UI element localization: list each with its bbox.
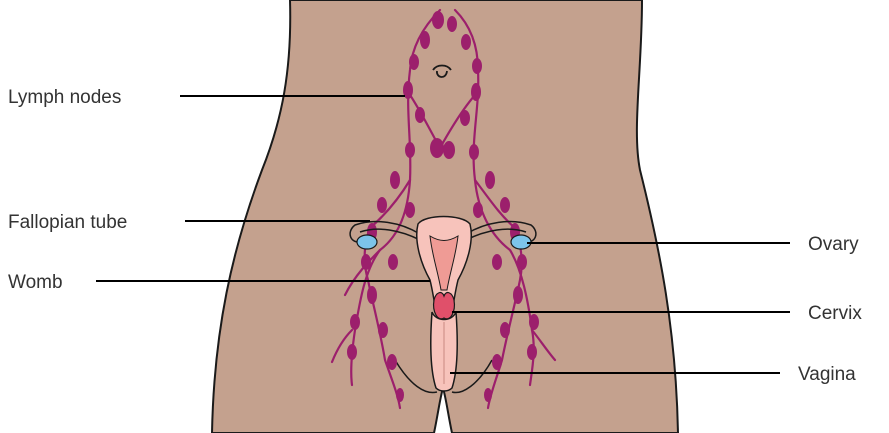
label-ovary: Ovary [808,234,859,255]
lymph-node [492,254,502,270]
lymph-node [388,254,398,270]
lymph-node [492,354,502,370]
label-lymph-nodes: Lymph nodes [8,87,121,108]
ovary-left [357,235,377,249]
lymph-node [529,314,539,330]
lymph-node [378,322,388,338]
lymph-node [447,16,457,32]
lymph-node [469,144,479,160]
lymph-node [405,202,415,218]
lymph-node [387,354,397,370]
lymph-node [485,171,495,189]
lymph-node [432,11,444,29]
lymph-node [415,107,425,123]
label-cervix: Cervix [808,303,862,324]
lymph-node [517,254,527,270]
lymph-node [460,110,470,126]
lymph-node [443,141,455,159]
lymph-node [420,31,430,49]
lymph-node [405,142,415,158]
lymph-node [430,138,444,158]
label-fallopian-tube: Fallopian tube [8,212,127,233]
lymph-node [473,202,483,218]
lymph-node [500,322,510,338]
lymph-node [527,344,537,360]
lymph-node [347,344,357,360]
lymph-node [461,34,471,50]
lymph-node [377,197,387,213]
lymph-node [500,197,510,213]
lymph-node [390,171,400,189]
cervix [434,293,455,319]
lymph-node [513,286,523,304]
lymph-node [361,254,371,270]
lymph-node [396,388,404,402]
lymph-node [350,314,360,330]
lymph-node [484,388,492,402]
lymph-node [472,58,482,74]
lymph-node [367,286,377,304]
label-womb: Womb [8,272,63,293]
label-vagina: Vagina [798,364,856,385]
lymph-node [471,83,481,101]
lymph-node [409,54,419,70]
